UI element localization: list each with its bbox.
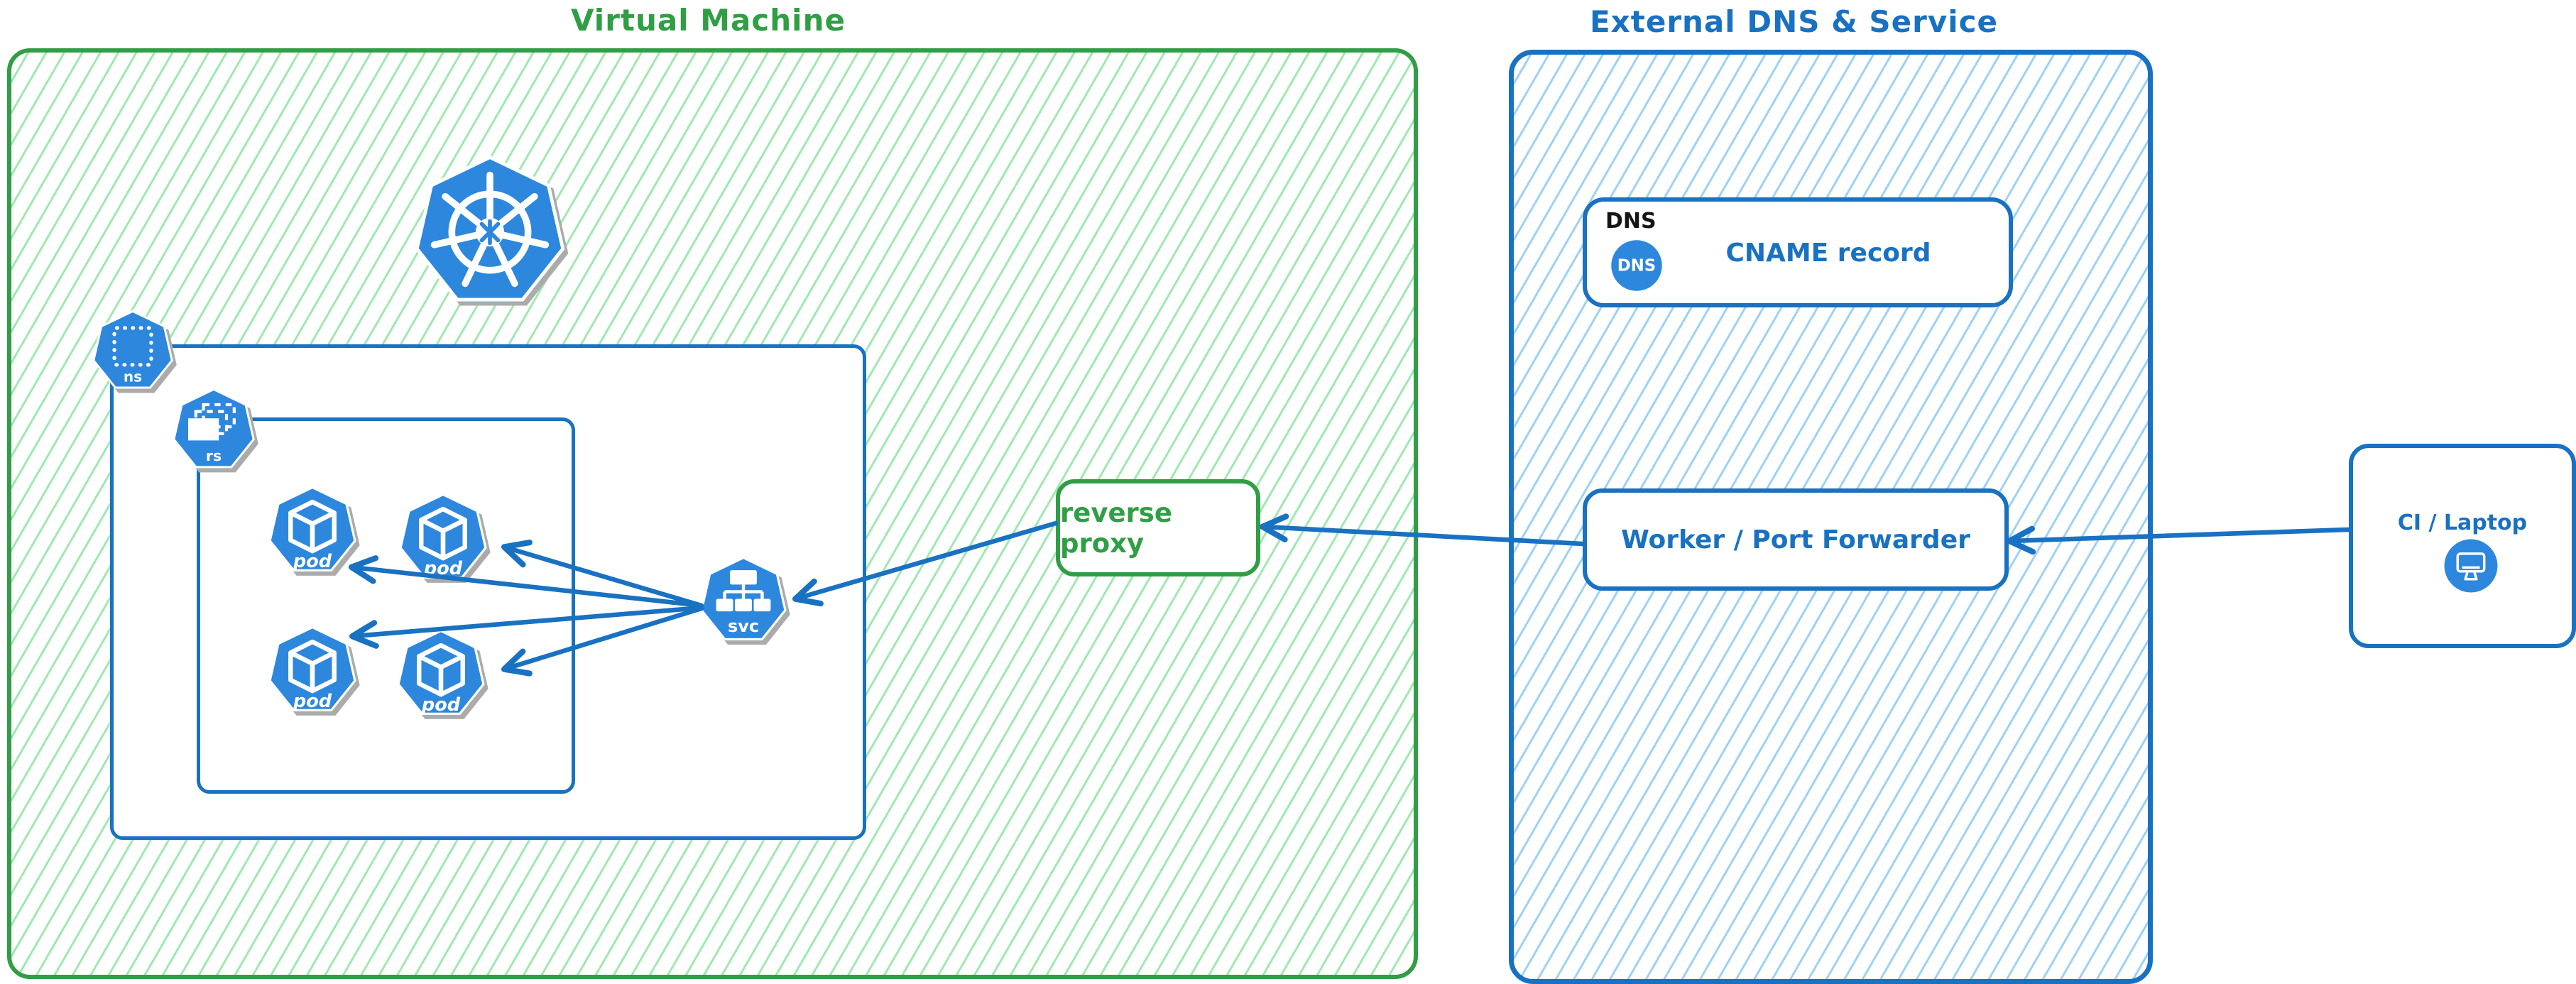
- namespace-icon[interactable]: ns: [91, 310, 175, 393]
- kubernetes-logo-icon[interactable]: [408, 151, 572, 314]
- ci-laptop-node[interactable]: CI / Laptop: [2349, 444, 2576, 648]
- ci-laptop-label: CI / Laptop: [2397, 510, 2528, 535]
- replicaset-icon[interactable]: rs: [171, 388, 256, 473]
- cname-record-label: CNAME record: [1725, 239, 1931, 268]
- monitor-icon: [2444, 539, 2498, 593]
- service-icon-label: svc: [728, 616, 759, 636]
- dns-badge-icon: DNS: [1611, 240, 1662, 291]
- replicaset-box[interactable]: [197, 417, 575, 794]
- pod-icon-label: pod: [293, 551, 332, 572]
- pod-icon-3[interactable]: pod: [267, 625, 358, 716]
- namespace-icon-label: ns: [124, 368, 142, 385]
- worker-port-forwarder-node[interactable]: Worker / Port Forwarder: [1583, 488, 2009, 591]
- pod-icon-2[interactable]: pod: [398, 493, 489, 584]
- replicaset-icon-label: rs: [206, 447, 222, 464]
- pod-icon-1[interactable]: pod: [267, 486, 358, 576]
- worker-port-forwarder-label: Worker / Port Forwarder: [1621, 525, 1970, 554]
- dns-cname-node[interactable]: DNS DNS CNAME record: [1583, 197, 2013, 307]
- pod-icon-label: pod: [293, 691, 332, 712]
- dns-badge-label: DNS: [1617, 257, 1656, 275]
- pod-icon-label: pod: [423, 558, 463, 579]
- virtual-machine-title: Virtual Machine: [571, 3, 846, 38]
- service-icon[interactable]: svc: [699, 556, 788, 645]
- dns-tag-label: DNS: [1605, 209, 1657, 234]
- pod-icon-label: pod: [421, 694, 461, 716]
- pod-icon-4[interactable]: pod: [395, 629, 486, 720]
- reverse-proxy-node[interactable]: reverse proxy: [1056, 479, 1260, 576]
- reverse-proxy-label: reverse proxy: [1060, 497, 1172, 559]
- external-dns-service-title: External DNS & Service: [1589, 4, 1999, 39]
